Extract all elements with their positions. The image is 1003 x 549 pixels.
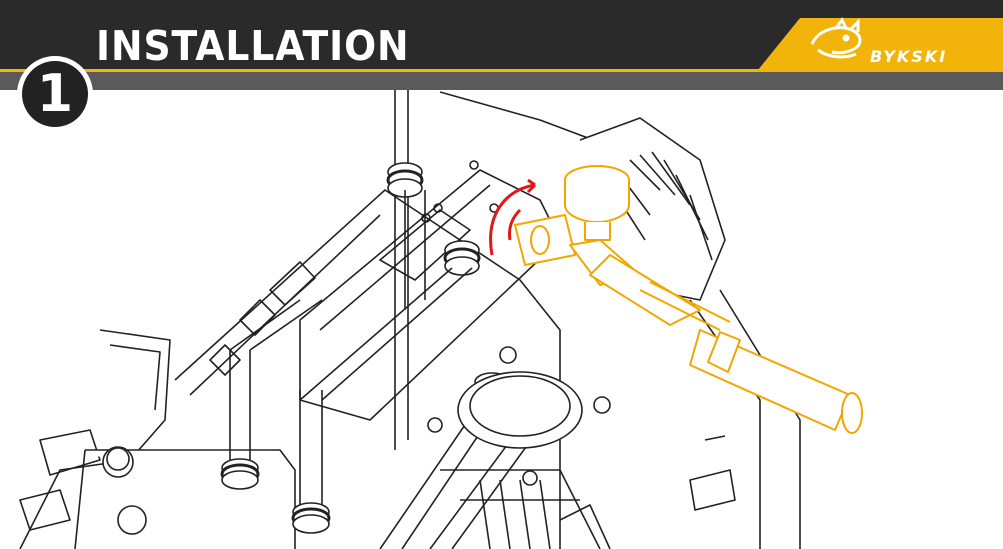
vertical-tubes (229, 299, 323, 510)
step-number: 1 (36, 64, 74, 124)
highlighted-fitting (514, 165, 863, 434)
page-title: INSTALLATION (96, 22, 410, 70)
cpu-waterblock (427, 346, 611, 486)
installation-illustration (19, 90, 863, 549)
step-badge: 1 (17, 56, 93, 132)
brand-logo (758, 17, 1003, 70)
case-frame (394, 90, 409, 450)
screws (421, 160, 499, 223)
header-band (0, 72, 1003, 90)
case-side-left (19, 329, 171, 549)
case-base-right (689, 289, 801, 549)
brand-name: BYKSKI (870, 47, 948, 66)
header-accent-line (0, 69, 1003, 72)
lower-plate (440, 469, 601, 549)
hard-tube (299, 267, 473, 401)
rotation-arrow-icon (489, 178, 537, 256)
hard-tube (404, 190, 426, 310)
fan-housing (579, 117, 726, 301)
dragon-logo-icon (810, 17, 862, 59)
